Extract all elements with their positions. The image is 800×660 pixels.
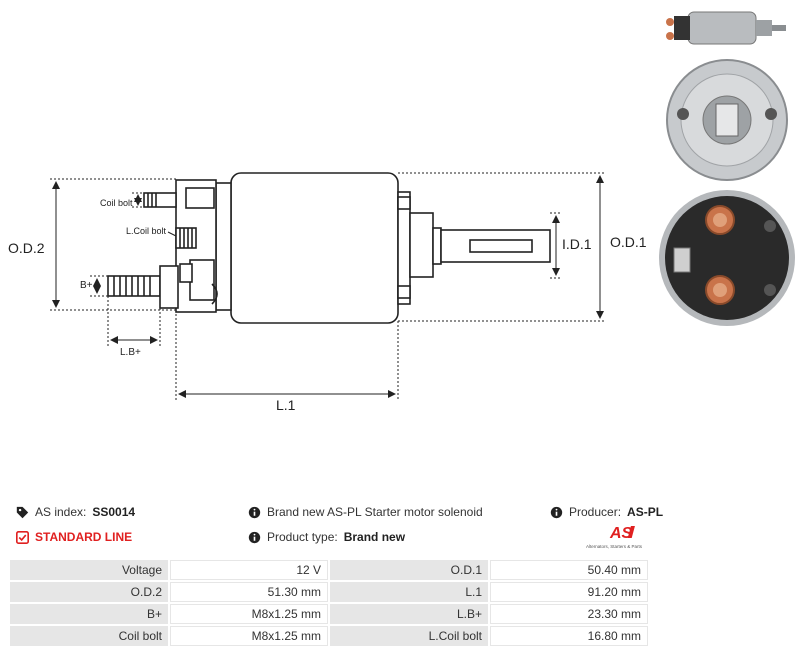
extension-lines: [50, 172, 605, 400]
lcoil-bolt-label: L.Coil bolt: [126, 226, 167, 236]
as-index-label: AS index:: [35, 505, 87, 519]
product-photo-front: [659, 190, 795, 326]
svg-text:Alternators, Starters & Parts: Alternators, Starters & Parts: [586, 544, 643, 549]
spec-key: Coil bolt: [10, 626, 168, 646]
l1-label: L.1: [276, 397, 296, 413]
spec-key: O.D.2: [10, 582, 168, 602]
spec-key: Voltage: [10, 560, 168, 580]
standard-line-row: STANDARD LINE: [16, 530, 132, 544]
technical-drawing: O.D.2 O.D.1 I.D.1 L.1 L.B+ B+ Coil bolt …: [8, 172, 647, 413]
spec-value: 51.30 mm: [170, 582, 328, 602]
od1-label: O.D.1: [610, 234, 647, 250]
dimension-arrows: [52, 175, 604, 398]
spec-key: L.B+: [330, 604, 488, 624]
description-row: Brand new AS-PL Starter motor solenoid: [248, 505, 483, 519]
info-icon: [248, 506, 261, 518]
tag-icon: [16, 506, 29, 518]
spec-key: L.1: [330, 582, 488, 602]
id1-label: I.D.1: [562, 236, 592, 252]
spec-key: L.Coil bolt: [330, 626, 488, 646]
bplus-label: B+: [80, 280, 93, 291]
as-index-row: AS index: SS0014: [16, 505, 135, 519]
solenoid-body: [107, 172, 551, 324]
spec-value: 91.20 mm: [490, 582, 648, 602]
spec-value: 16.80 mm: [490, 626, 648, 646]
spec-value: M8x1.25 mm: [170, 604, 328, 624]
standard-line-label: STANDARD LINE: [35, 530, 133, 544]
product-description: Brand new AS-PL Starter motor solenoid: [267, 505, 483, 519]
product-photo-back: [666, 59, 788, 181]
spec-key: O.D.1: [330, 560, 488, 580]
product-photo-side: [666, 11, 786, 45]
as-index-value: SS0014: [92, 505, 136, 519]
info-icon: [550, 506, 563, 518]
spec-key: B+: [10, 604, 168, 624]
producer-label: Producer:: [569, 505, 622, 519]
od2-label: O.D.2: [8, 240, 45, 256]
svg-text:AS: AS: [609, 525, 633, 542]
lbplus-label: L.B+: [120, 347, 141, 358]
coil-bolt-label: Coil bolt: [100, 198, 133, 208]
spec-value: 50.40 mm: [490, 560, 648, 580]
spec-value: M8x1.25 mm: [170, 626, 328, 646]
product-type-label: Product type:: [267, 530, 338, 544]
as-pl-logo: AS Alternators, Starters & Parts: [586, 525, 643, 549]
check-square-icon: [16, 530, 29, 544]
product-type-row: Product type: Brand new: [248, 530, 405, 544]
producer-row: Producer: AS-PL: [550, 505, 663, 519]
info-icon: [248, 531, 261, 543]
product-type-value: Brand new: [343, 530, 406, 544]
producer-value: AS-PL: [627, 505, 664, 519]
spec-value: 12 V: [170, 560, 328, 580]
spec-value: 23.30 mm: [490, 604, 648, 624]
